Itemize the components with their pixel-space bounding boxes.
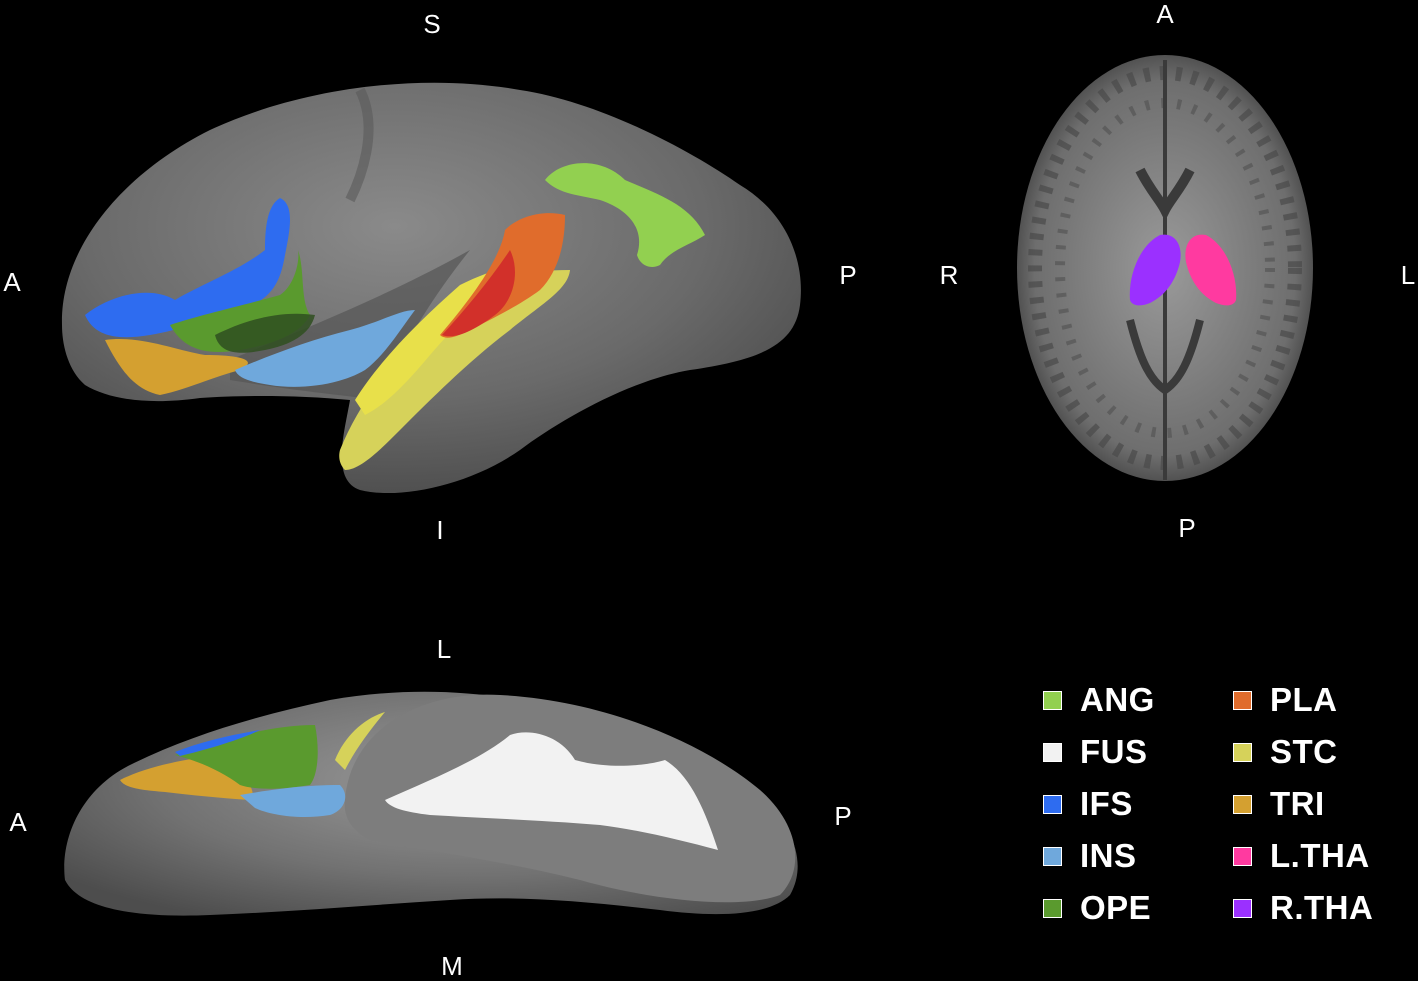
legend-item-stc: STC — [1233, 732, 1338, 772]
region-ins-lateral — [235, 310, 415, 387]
region-pla-red-lateral — [442, 250, 515, 337]
region-ins-ventral — [240, 785, 346, 818]
legend-label-stc: STC — [1270, 733, 1338, 770]
ventral-medial-label: M — [441, 951, 463, 981]
region-stc-lateral — [339, 270, 570, 470]
legend-swatch-ifs — [1043, 794, 1062, 814]
legend-label-ins: INS — [1080, 837, 1137, 874]
lateral-hemisphere — [61, 82, 801, 494]
legend-item-ins: INS — [1043, 836, 1137, 876]
ventral-lateral-label: L — [436, 634, 452, 664]
legend-label-ope: OPE — [1080, 889, 1152, 926]
lateral-posterior-label: P — [839, 260, 857, 290]
region-r-tha-axial — [1129, 234, 1181, 306]
legend-swatch-r-tha — [1233, 898, 1252, 918]
ventral-posterior-label: P — [834, 801, 852, 831]
axial-anterior-label: A — [1156, 0, 1174, 29]
region-ifs-lateral — [85, 198, 290, 338]
legend-label-fus: FUS — [1080, 733, 1148, 770]
lateral-inferior-label: I — [436, 515, 444, 545]
legend-item-fus: FUS — [1043, 732, 1148, 772]
legend-swatch-pla — [1233, 690, 1252, 710]
region-ope-dark-lateral — [215, 313, 315, 353]
lateral-superior-label: S — [423, 9, 441, 39]
axial-left-label: L — [1400, 260, 1416, 290]
legend-swatch-fus — [1043, 742, 1062, 762]
legend-label-r-tha: R.THA — [1270, 889, 1374, 926]
legend-label-l-tha: L.THA — [1270, 837, 1370, 874]
axial-right-label: R — [939, 260, 959, 290]
legend-item-ope: OPE — [1043, 888, 1151, 928]
legend-label-ifs: IFS — [1080, 785, 1133, 822]
legend-swatch-ang — [1043, 690, 1062, 710]
region-fus-ventral — [385, 732, 718, 850]
legend-item-l-tha: L.THA — [1233, 836, 1370, 876]
ventral-anterior-label: A — [9, 807, 27, 837]
region-stc-ventral — [335, 712, 385, 770]
legend-swatch-ins — [1043, 846, 1062, 866]
region-ifs-ventral — [175, 730, 260, 756]
legend-item-tri: TRI — [1233, 784, 1325, 824]
region-tri-lateral — [105, 338, 248, 395]
legend-swatch-ope — [1043, 898, 1062, 918]
lateral-anterior-label: A — [3, 267, 21, 297]
legend-label-pla: PLA — [1270, 681, 1338, 718]
region-l-tha-axial — [1185, 234, 1237, 306]
legend-swatch-tri — [1233, 794, 1252, 814]
axial-posterior-label: P — [1178, 513, 1196, 543]
legend-swatch-l-tha — [1233, 846, 1252, 866]
legend-swatch-stc — [1233, 742, 1252, 762]
legend-item-r-tha: R.THA — [1233, 888, 1373, 928]
legend-item-ifs: IFS — [1043, 784, 1133, 824]
legend-label-tri: TRI — [1270, 785, 1325, 822]
legend-item-pla: PLA — [1233, 680, 1338, 720]
region-ang-lateral — [545, 163, 705, 267]
region-ope-ventral — [175, 725, 318, 789]
legend-label-ang: ANG — [1080, 681, 1155, 718]
legend-item-ang: ANG — [1043, 680, 1155, 720]
